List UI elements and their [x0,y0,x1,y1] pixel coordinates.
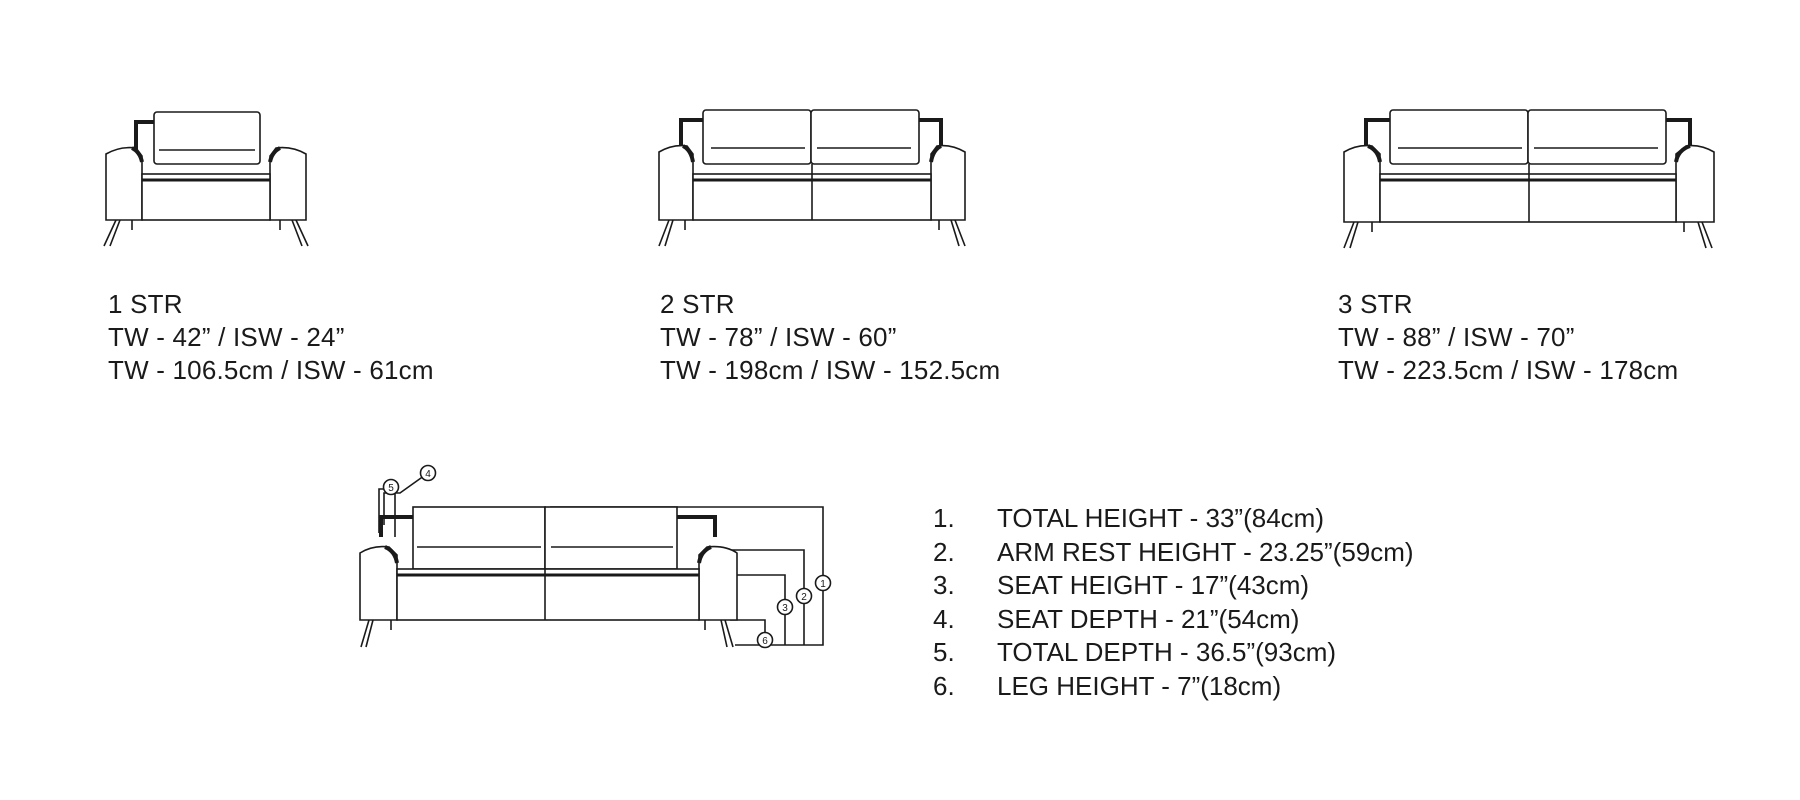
sofa-1-label: 1 STR [108,289,183,319]
legend-item: 6. LEG HEIGHT - 7”(18cm) [933,670,1414,704]
marker-3-label: 3 [782,603,788,614]
dim-line-seat-height [730,574,786,645]
sofa-1-seater-drawing [102,108,312,248]
legend-text: SEAT DEPTH - 21”(54cm) [997,603,1300,634]
legend-number: 2. [933,536,955,567]
legend-text: LEG HEIGHT - 7”(18cm) [997,670,1282,701]
legend-text: TOTAL HEIGHT - 33”(84cm) [997,503,1324,533]
legend-number: 5. [933,637,955,667]
legend-item: 4. SEAT DEPTH - 21”(54cm) [933,603,1414,637]
legend-number: 3. [933,570,955,600]
marker-2-label: 2 [801,592,807,603]
marker-5-label: 5 [388,483,394,494]
legend-item: 3. SEAT HEIGHT - 17”(43cm) [933,569,1414,603]
sofa-2-metric-dims: TW - 198cm / ISW - 152.5cm [660,355,1001,385]
legend-text: SEAT HEIGHT - 17”(43cm) [997,570,1310,600]
sofa-3-imperial-dims: TW - 88” / ISW - 70” [1338,322,1575,352]
sofa-2-imperial-dims: TW - 78” / ISW - 60” [660,322,897,352]
sofa-1-metric-dims: TW - 106.5cm / ISW - 61cm [108,355,434,385]
dimension-diagram: 1 2 3 4 5 6 [355,455,835,660]
legend-text: ARM REST HEIGHT - 23.25”(59cm) [997,536,1414,567]
marker-5 [382,478,400,496]
sofa-1-seater-specs: 1 STR TW - 42” / ISW - 24” TW - 106.5cm … [108,288,434,387]
legend-number: 1. [933,503,955,533]
legend-item: 5. TOTAL DEPTH - 36.5”(93cm) [933,636,1414,670]
sofa-2-label: 2 STR [660,289,735,319]
marker-1-label: 1 [820,579,826,590]
legend-item: 2. ARM REST HEIGHT - 23.25”(59cm) [933,536,1414,570]
marker-6 [756,631,774,649]
legend-text: TOTAL DEPTH - 36.5”(93cm) [997,637,1337,667]
sofa-2-seater-specs: 2 STR TW - 78” / ISW - 60” TW - 198cm / … [660,288,1000,387]
legend-item: 1. TOTAL HEIGHT - 33”(84cm) [933,502,1414,536]
sofa-1-imperial-dims: TW - 42” / ISW - 24” [108,322,345,352]
dim-line-armrest-height [730,549,805,645]
dimension-legend: 1. TOTAL HEIGHT - 33”(84cm) 2. ARM REST … [933,502,1414,703]
sofa-3-label: 3 STR [1338,289,1413,319]
sofa-3-seater-specs: 3 STR TW - 88” / ISW - 70” TW - 223.5cm … [1338,288,1678,387]
marker-3 [776,598,794,616]
marker-4-label: 4 [425,469,431,480]
marker-4 [419,464,437,482]
marker-1 [814,574,832,592]
marker-2 [795,587,813,605]
legend-number: 4. [933,603,955,634]
marker-6-label: 6 [762,636,768,647]
legend-number: 6. [933,670,955,701]
sofa-2-seater-drawing [655,108,970,248]
sofa-3-seater-drawing [1340,108,1720,250]
sofa-3-metric-dims: TW - 223.5cm / ISW - 178cm [1338,355,1679,385]
